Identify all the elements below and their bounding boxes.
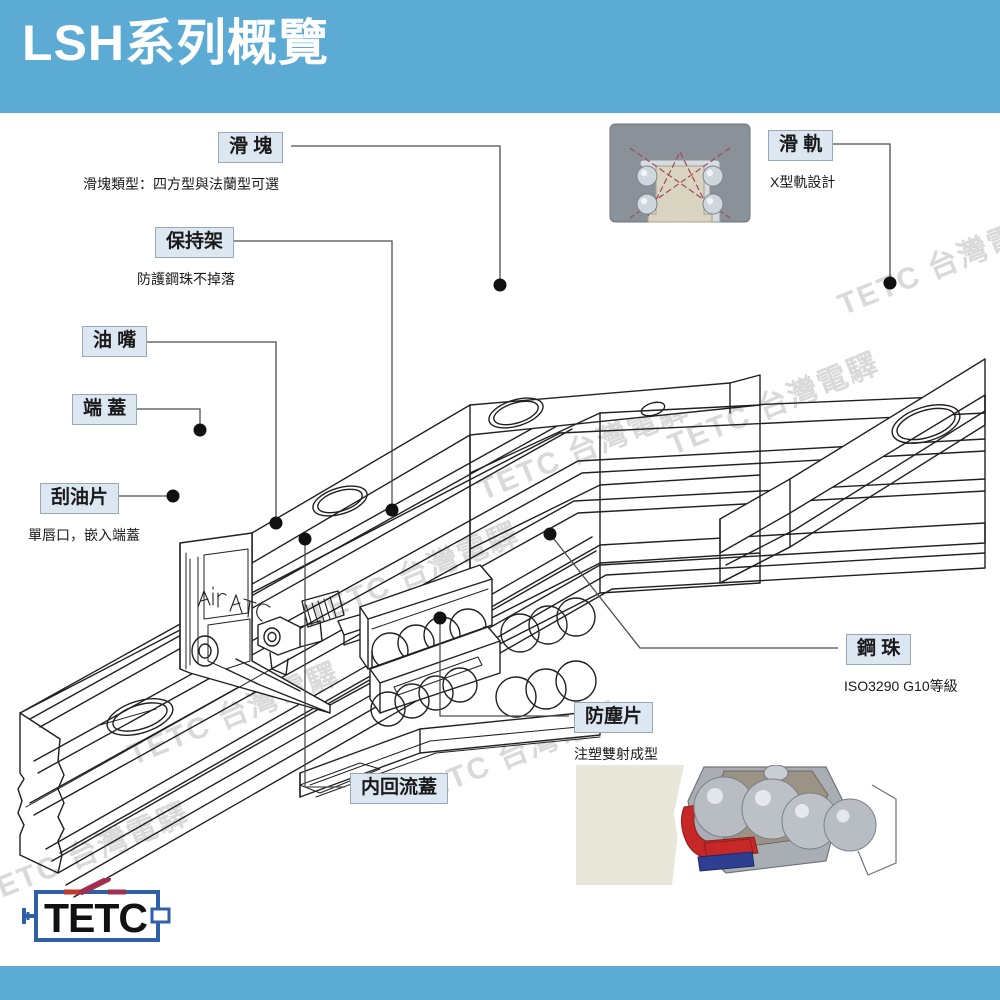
callout-label-retainer: 保持架 <box>155 227 235 258</box>
rail-cross-section-inset <box>604 120 756 238</box>
callout-label-oil-scraper: 刮油片 <box>40 483 120 514</box>
technical-drawing <box>0 113 1000 966</box>
leader-dot <box>298 532 312 546</box>
footer-bar <box>0 966 1000 1000</box>
tetc-logo: TETC <box>20 876 180 950</box>
callout-dust-seal: 防塵片 注塑雙射成型 <box>574 702 658 762</box>
callout-sub-dust-seal: 注塑雙射成型 <box>574 746 658 762</box>
callout-sub-steel-ball: ISO3290 G10等級 <box>844 678 958 694</box>
leader-dot <box>269 516 283 530</box>
callout-sub-slide-block: 滑塊類型：四方型與法蘭型可選 <box>83 176 279 192</box>
callout-sub-oil-scraper: 單唇口，嵌入端蓋 <box>28 527 140 543</box>
leader-dot <box>543 527 557 541</box>
callout-steel-ball: 鋼 珠 ISO3290 G10等級 <box>844 634 958 694</box>
callout-label-slide-block: 滑 塊 <box>218 132 284 163</box>
callout-label-steel-ball: 鋼 珠 <box>846 634 912 665</box>
leader-dot <box>493 278 507 292</box>
callout-label-inner-return-cap: 内回流蓋 <box>350 773 449 804</box>
callout-label-grease-nipple: 油 嘴 <box>82 326 148 357</box>
callout-sub-retainer: 防護鋼珠不掉落 <box>137 271 235 287</box>
tetc-logo-text: TETC <box>44 895 147 941</box>
leader-dot <box>385 503 399 517</box>
callout-retainer: 保持架 防護鋼珠不掉落 <box>137 227 235 287</box>
callout-inner-return-cap: 内回流蓋 <box>350 773 449 804</box>
leader-dot <box>433 611 447 625</box>
header-bar: LSH系列概覽 <box>0 0 1000 113</box>
leader-dot <box>883 276 897 290</box>
page-title: LSH系列概覽 <box>22 15 329 71</box>
callout-rail: 滑 軌 X型軌設計 <box>768 130 835 190</box>
leader-dot <box>193 423 207 437</box>
callout-label-dust-seal: 防塵片 <box>574 702 654 733</box>
callout-end-cap: 端 蓋 <box>72 394 138 425</box>
ball-circulation-inset <box>576 764 906 885</box>
callout-slide-block: 滑 塊 滑塊類型：四方型與法蘭型可選 <box>83 132 284 192</box>
callout-label-end-cap: 端 蓋 <box>72 394 138 425</box>
leader-dot <box>166 489 180 503</box>
callout-grease-nipple: 油 嘴 <box>82 326 148 357</box>
callout-oil-scraper: 刮油片 單唇口，嵌入端蓋 <box>28 483 140 543</box>
callout-sub-rail: X型軌設計 <box>770 174 836 190</box>
callout-label-rail: 滑 軌 <box>768 130 834 161</box>
